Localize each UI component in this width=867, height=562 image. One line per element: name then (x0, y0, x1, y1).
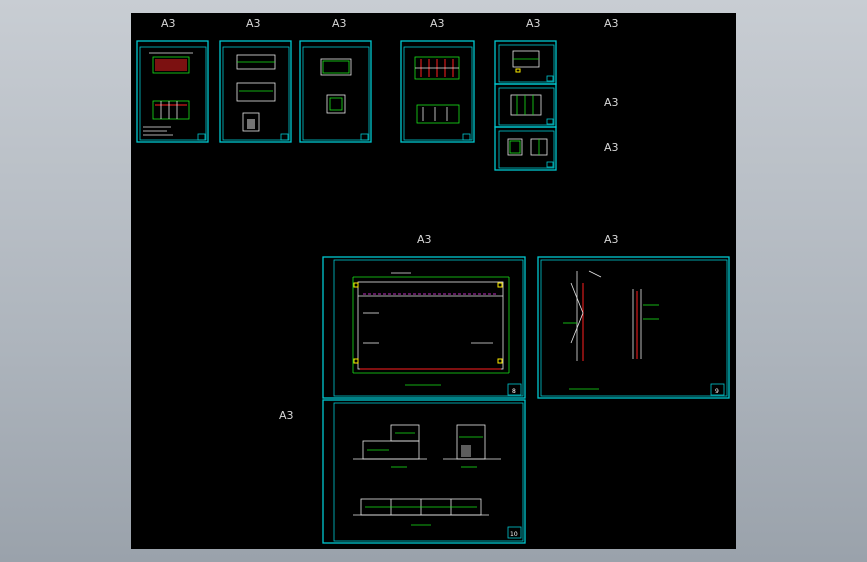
drawing-canvas[interactable]: A3 A3 A3 A3 A3 A3 A3 A3 A3 A3 A3 (131, 13, 736, 549)
sheet-label: A3 (161, 17, 176, 30)
sheet-label: A3 (604, 96, 619, 109)
sheet-label: A3 (604, 141, 619, 154)
sheet-label: A3 (604, 17, 619, 30)
drawing-sheet-8[interactable]: 8 (322, 256, 526, 399)
sheet-number: 8 (512, 388, 516, 395)
drawing-sheet-7[interactable] (494, 126, 557, 171)
drawing-sheet-5[interactable] (494, 40, 557, 85)
cad-drawing-viewport[interactable]: A3 A3 A3 A3 A3 A3 A3 A3 A3 A3 A3 (131, 13, 736, 549)
sheet-label: A3 (526, 17, 541, 30)
sheet-label: A3 (246, 17, 261, 30)
sheet-label: A3 (604, 233, 619, 246)
sheet-label: A3 (279, 409, 294, 422)
sheet-label: A3 (417, 233, 432, 246)
drawing-sheet-9[interactable]: 9 (537, 256, 730, 399)
sheet-number: 9 (715, 388, 719, 395)
drawing-sheet-10[interactable]: 10 (322, 399, 526, 544)
drawing-sheet-6[interactable] (494, 83, 557, 128)
sheet-label: A3 (332, 17, 347, 30)
drawing-sheet-3[interactable] (299, 40, 372, 143)
drawing-sheet-4[interactable] (400, 40, 475, 143)
sheet-number: 10 (510, 531, 518, 538)
drawing-sheet-1[interactable] (136, 40, 209, 143)
sheet-label: A3 (430, 17, 445, 30)
drawing-sheet-2[interactable] (219, 40, 292, 143)
